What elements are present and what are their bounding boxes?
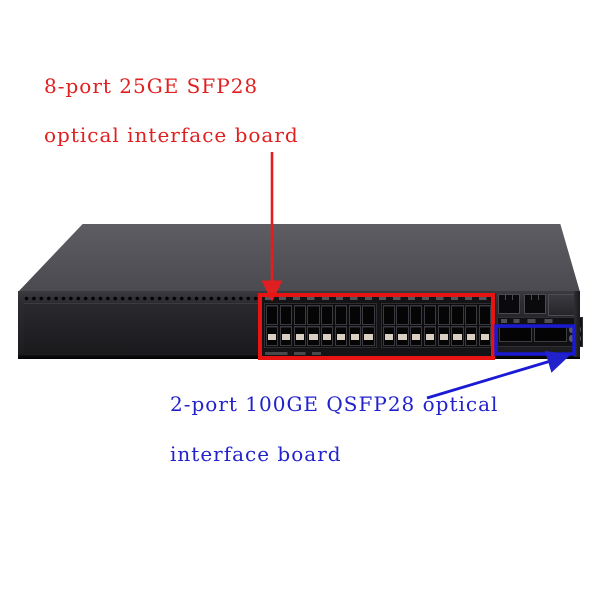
sfp28-port-pair: [478, 305, 491, 346]
sfp28-port-cage: [410, 305, 423, 325]
sfp28-port-cage: [321, 326, 334, 346]
qsfp28-port-number-labels: [501, 319, 579, 323]
sfp28-port-pair: [307, 305, 320, 346]
sfp28-port-cage: [266, 305, 279, 325]
port-label: [278, 296, 293, 300]
sfp28-interface-board: [261, 294, 496, 356]
sfp28-port-pair: [293, 305, 306, 346]
sfp28-port-cage: [279, 305, 292, 325]
sfp28-port-groups: [261, 302, 496, 350]
qsfp28-interface-board: [497, 317, 583, 347]
port-label: [421, 296, 436, 300]
chassis-top-face: [18, 224, 580, 292]
sfp28-port-cage: [362, 305, 375, 325]
sfp28-port-cage: [396, 326, 409, 346]
sfp28-port-cage: [423, 305, 436, 325]
port-label: [293, 296, 307, 300]
port-label: [364, 296, 378, 300]
sfp28-port-cage: [382, 305, 395, 325]
sfp28-port-cage: [423, 326, 436, 346]
chassis-vent-dots: [24, 295, 261, 302]
sfp28-port-cage: [348, 305, 361, 325]
rj45-port: [498, 294, 520, 314]
qsfp28-callout-text-line1: 2-port 100GE QSFP28 optical: [170, 392, 499, 416]
sfp28-port-cage: [293, 326, 306, 346]
sfp28-port-pair: [410, 305, 423, 346]
management-rj45-ports: [498, 294, 546, 314]
port-label: [450, 296, 464, 300]
sfp28-port-cage: [334, 326, 347, 346]
chassis-right-endcap: [574, 291, 580, 357]
sfp28-port-cage: [321, 305, 334, 325]
rj45-port: [524, 294, 546, 314]
network-switch-device: [18, 224, 583, 360]
sfp28-port-cage: [307, 305, 320, 325]
port-label: [321, 296, 336, 300]
sfp28-port-cage: [437, 305, 450, 325]
sfp28-port-pair: [362, 305, 375, 346]
port-label: [407, 296, 421, 300]
sfp28-port-pair: [437, 305, 450, 346]
sfp28-port-cage: [451, 326, 464, 346]
sfp28-port-cage: [478, 326, 491, 346]
sfp28-port-pair: [279, 305, 292, 346]
qsfp28-port-cage: [534, 326, 567, 342]
port-label: [350, 296, 364, 300]
qsfp28-port-cage: [499, 326, 532, 342]
port-label: [479, 296, 493, 300]
sfp28-port-cage: [410, 326, 423, 346]
sfp28-port-pair: [382, 305, 395, 346]
qsfp28-callout-text-line2: interface board: [170, 442, 342, 466]
sfp28-port-pair: [321, 305, 334, 346]
right-panel-section: [496, 292, 583, 356]
sfp28-callout-text-line1: 8-port 25GE SFP28: [44, 74, 259, 98]
sfp28-port-cage: [478, 305, 491, 325]
sfp28-port-cage: [307, 326, 320, 346]
sfp28-callout-text-line2: optical interface board: [44, 123, 299, 147]
sfp28-port-pair: [266, 305, 279, 346]
port-label: [336, 296, 350, 300]
sfp28-port-cage: [396, 305, 409, 325]
sfp28-port-cage: [382, 326, 395, 346]
sfp28-port-cage: [465, 326, 478, 346]
sfp28-port-pair: [396, 305, 409, 346]
sfp28-port-cage: [279, 326, 292, 346]
port-label: [393, 296, 407, 300]
port-label: [436, 296, 450, 300]
sfp28-port-cage: [266, 326, 279, 346]
sfp28-port-pair: [348, 305, 361, 346]
sfp28-port-pair: [334, 305, 347, 346]
sfp28-board-silkscreen: [261, 350, 496, 356]
sfp28-port-group-1: [264, 303, 377, 348]
sfp28-port-cage: [348, 326, 361, 346]
sfp28-port-cage: [334, 305, 347, 325]
chassis-left-blank-panel: [24, 303, 261, 354]
sfp28-port-cage: [437, 326, 450, 346]
sfp28-port-pair: [423, 305, 436, 346]
port-label: [464, 296, 479, 300]
sfp28-port-cage: [293, 305, 306, 325]
sfp28-port-cage: [362, 326, 375, 346]
sfp28-port-pair: [451, 305, 464, 346]
port-label: [379, 296, 393, 300]
sfp28-port-pair: [465, 305, 478, 346]
sfp28-port-number-labels: [261, 294, 496, 302]
sfp28-port-group-2: [380, 303, 493, 348]
sfp28-port-cage: [465, 305, 478, 325]
sfp28-port-cage: [451, 305, 464, 325]
port-label: [264, 296, 278, 300]
port-label: [307, 296, 321, 300]
silkscreen-text: [265, 351, 321, 355]
